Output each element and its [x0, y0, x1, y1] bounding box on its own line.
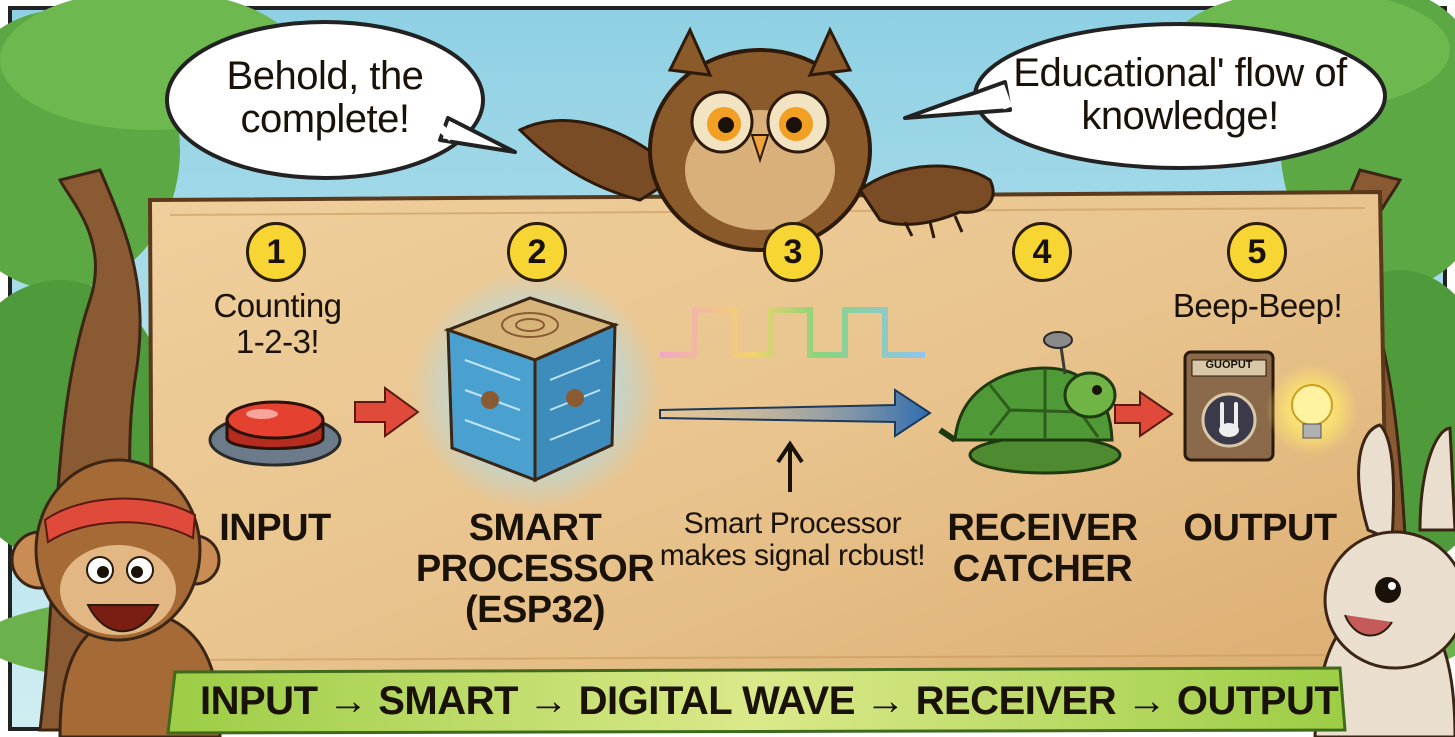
flow-banner-background — [166, 666, 1347, 735]
bunny-character — [1313, 423, 1455, 737]
step-label-processor: SMART PROCESSOR (ESP32) — [415, 507, 655, 632]
red-button-icon — [208, 400, 342, 467]
flow-banner-text: INPUT → SMART → DIGITAL WAVE → RECEIVER … — [200, 679, 1339, 723]
speech-bubble-right — [903, 22, 1387, 170]
arrow-input-to-processor — [354, 386, 420, 438]
step-number-3: 3 — [763, 222, 823, 282]
owl-character — [517, 26, 995, 252]
step-label-input: INPUT — [219, 507, 331, 549]
step-label-output: OUTPUT — [1183, 507, 1337, 549]
speech-text-left: Behold, the complete! — [226, 54, 424, 142]
arrow-signal-to-receiver — [659, 388, 932, 438]
step-caption-5: Beep-Beep! — [1172, 287, 1343, 324]
turtle-receiver-icon — [938, 331, 1122, 475]
step-number-1: 1 — [246, 222, 306, 282]
step-number-2: 2 — [507, 222, 567, 282]
step-number-4: 4 — [1012, 222, 1072, 282]
digital-wave-icon — [660, 307, 925, 358]
output-device-icon — [1183, 350, 1275, 462]
arrow-receiver-to-output — [1114, 390, 1174, 438]
speech-text-right: Educational' flow of knowledge! — [1013, 51, 1347, 139]
step-note-signal: Smart Processor makes signal rcbust! — [659, 507, 926, 573]
light-bulb-icon — [1266, 364, 1358, 456]
speech-bubble-left — [165, 20, 517, 180]
processor-cube-icon — [410, 270, 660, 510]
step-number-5: 5 — [1227, 222, 1287, 282]
output-device-label: GUOPUT — [1205, 359, 1253, 371]
step-label-receiver: RECEIVER CATCHER — [947, 507, 1138, 591]
step-caption-1: Counting 1-2-3! — [213, 287, 342, 360]
pointer-arrow-up — [776, 440, 804, 492]
